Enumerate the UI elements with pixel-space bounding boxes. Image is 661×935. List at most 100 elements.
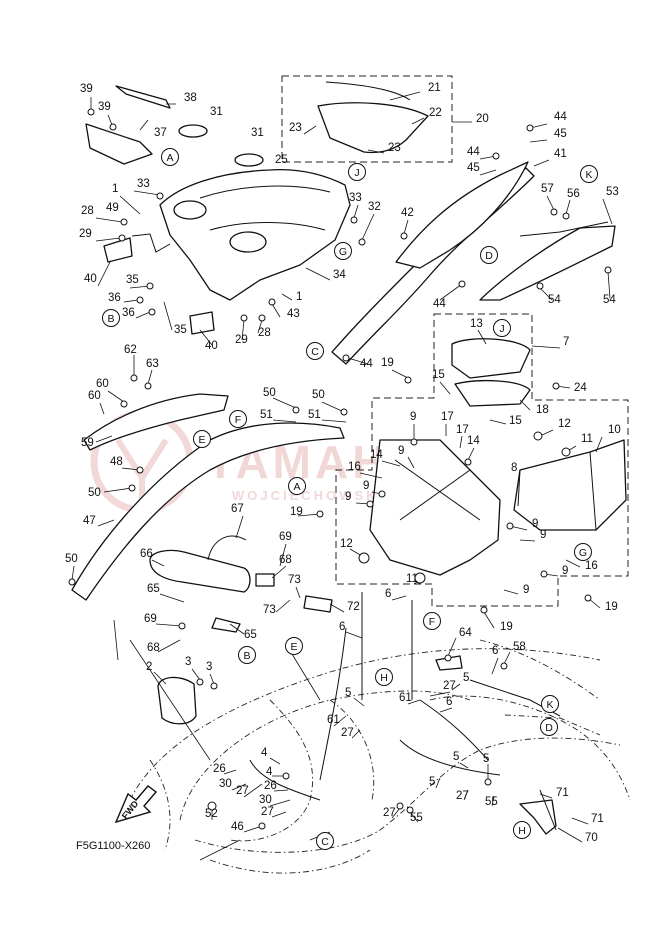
part-callout: 29	[235, 334, 248, 346]
fasteners	[68, 108, 612, 830]
reference-letter: K	[585, 169, 592, 181]
reference-circle	[316, 832, 334, 850]
part-callout: 34	[333, 269, 346, 281]
part-callout: 26	[264, 780, 277, 792]
part-callout: 51	[260, 409, 273, 421]
part-callout: 4	[266, 766, 273, 778]
part-callout: 19	[500, 621, 513, 633]
part-callout: 54	[548, 294, 561, 306]
reference-circle	[541, 695, 559, 713]
reference-marker: J	[493, 319, 511, 337]
part-callout: 9	[363, 480, 369, 492]
reference-marker: G	[574, 543, 592, 561]
side-panel-53	[479, 225, 616, 301]
forward-arrow-icon: FWD	[114, 785, 158, 824]
part-callout: 9	[532, 518, 538, 530]
reference-marker: D	[540, 718, 558, 736]
cover-2	[157, 676, 197, 725]
part-callout: 30	[219, 778, 232, 790]
part-callout: 1	[296, 291, 302, 303]
part-callout: 24	[574, 382, 587, 394]
reference-letter: C	[311, 346, 319, 358]
reference-letter: B	[243, 650, 250, 662]
part-callout: 33	[349, 192, 362, 204]
part-callout: 44	[360, 358, 373, 370]
reference-letter: G	[339, 246, 347, 258]
hose-67	[207, 535, 247, 561]
frame-storage-box	[335, 313, 629, 607]
pad-40b	[189, 311, 215, 335]
part-callout: 50	[312, 389, 325, 401]
lid-13	[451, 338, 531, 379]
reference-letter: D	[545, 722, 553, 734]
reference-circle	[580, 165, 598, 183]
deck-parts	[71, 81, 627, 835]
reference-letter: D	[485, 250, 493, 262]
part-callout: 19	[290, 506, 303, 518]
part-callout: 55	[485, 796, 498, 808]
part-callout: 27	[456, 790, 469, 802]
part-callout: 35	[126, 274, 139, 286]
reference-letter: E	[198, 434, 205, 446]
part-callout: 32	[368, 201, 381, 213]
part-callout: 7	[563, 336, 569, 348]
part-callout: 67	[231, 503, 244, 515]
part-callout: 6	[492, 645, 498, 657]
part-callout: 3	[185, 656, 191, 668]
part-callout: 71	[591, 813, 604, 825]
part-callout: 21	[428, 82, 441, 94]
part-callout: 25	[275, 154, 288, 166]
part-callout: 9	[345, 491, 351, 503]
part-callout: 58	[513, 641, 526, 653]
reference-marker: C	[306, 342, 324, 360]
reference-circle	[229, 410, 247, 428]
reference-letter: J	[354, 167, 359, 179]
part-callout: 60	[96, 378, 109, 390]
frame-seat-cover	[281, 75, 453, 163]
reference-circle	[193, 430, 211, 448]
part-callout: 65	[244, 629, 257, 641]
reference-circle	[480, 246, 498, 264]
part-callout: 73	[288, 574, 301, 586]
reference-circle	[574, 543, 592, 561]
part-callout: 5	[453, 751, 459, 763]
part-callout: 30	[259, 794, 272, 806]
part-callout: 52	[205, 808, 218, 820]
part-callout: 40	[84, 273, 97, 285]
part-callout: 11	[581, 433, 593, 445]
cap-31-b	[234, 153, 264, 167]
part-callout: 16	[348, 461, 361, 473]
part-callout: 3	[206, 661, 212, 673]
reference-marker: C	[316, 832, 334, 850]
reference-marker: F	[229, 410, 247, 428]
reference-circle	[334, 242, 352, 260]
part-callout: 9	[398, 445, 404, 457]
reference-marker: H	[375, 668, 393, 686]
part-callout: 36	[108, 292, 121, 304]
part-callout: 70	[585, 832, 598, 844]
part-callout: 8	[511, 462, 517, 474]
part-callout: 43	[287, 308, 300, 320]
grip-38	[115, 85, 171, 109]
reference-circle	[288, 477, 306, 495]
muffler-66	[149, 549, 251, 593]
part-callout: 27	[383, 807, 396, 819]
part-callout: 44	[433, 298, 446, 310]
part-callout: 12	[340, 538, 353, 550]
part-callout: 61	[327, 714, 340, 726]
cap-31-a	[178, 124, 208, 138]
part-callout: 11	[406, 573, 418, 585]
reference-marker: K	[580, 165, 598, 183]
part-callout: 61	[399, 692, 412, 704]
part-callout: 66	[140, 548, 153, 560]
reference-marker: B	[102, 309, 120, 327]
part-callout: 5	[345, 687, 351, 699]
part-callout: 31	[210, 106, 223, 118]
leader-lines	[71, 91, 613, 861]
part-callout: 15	[509, 415, 522, 427]
part-callout: 28	[81, 205, 94, 217]
bracket-68	[255, 573, 275, 587]
